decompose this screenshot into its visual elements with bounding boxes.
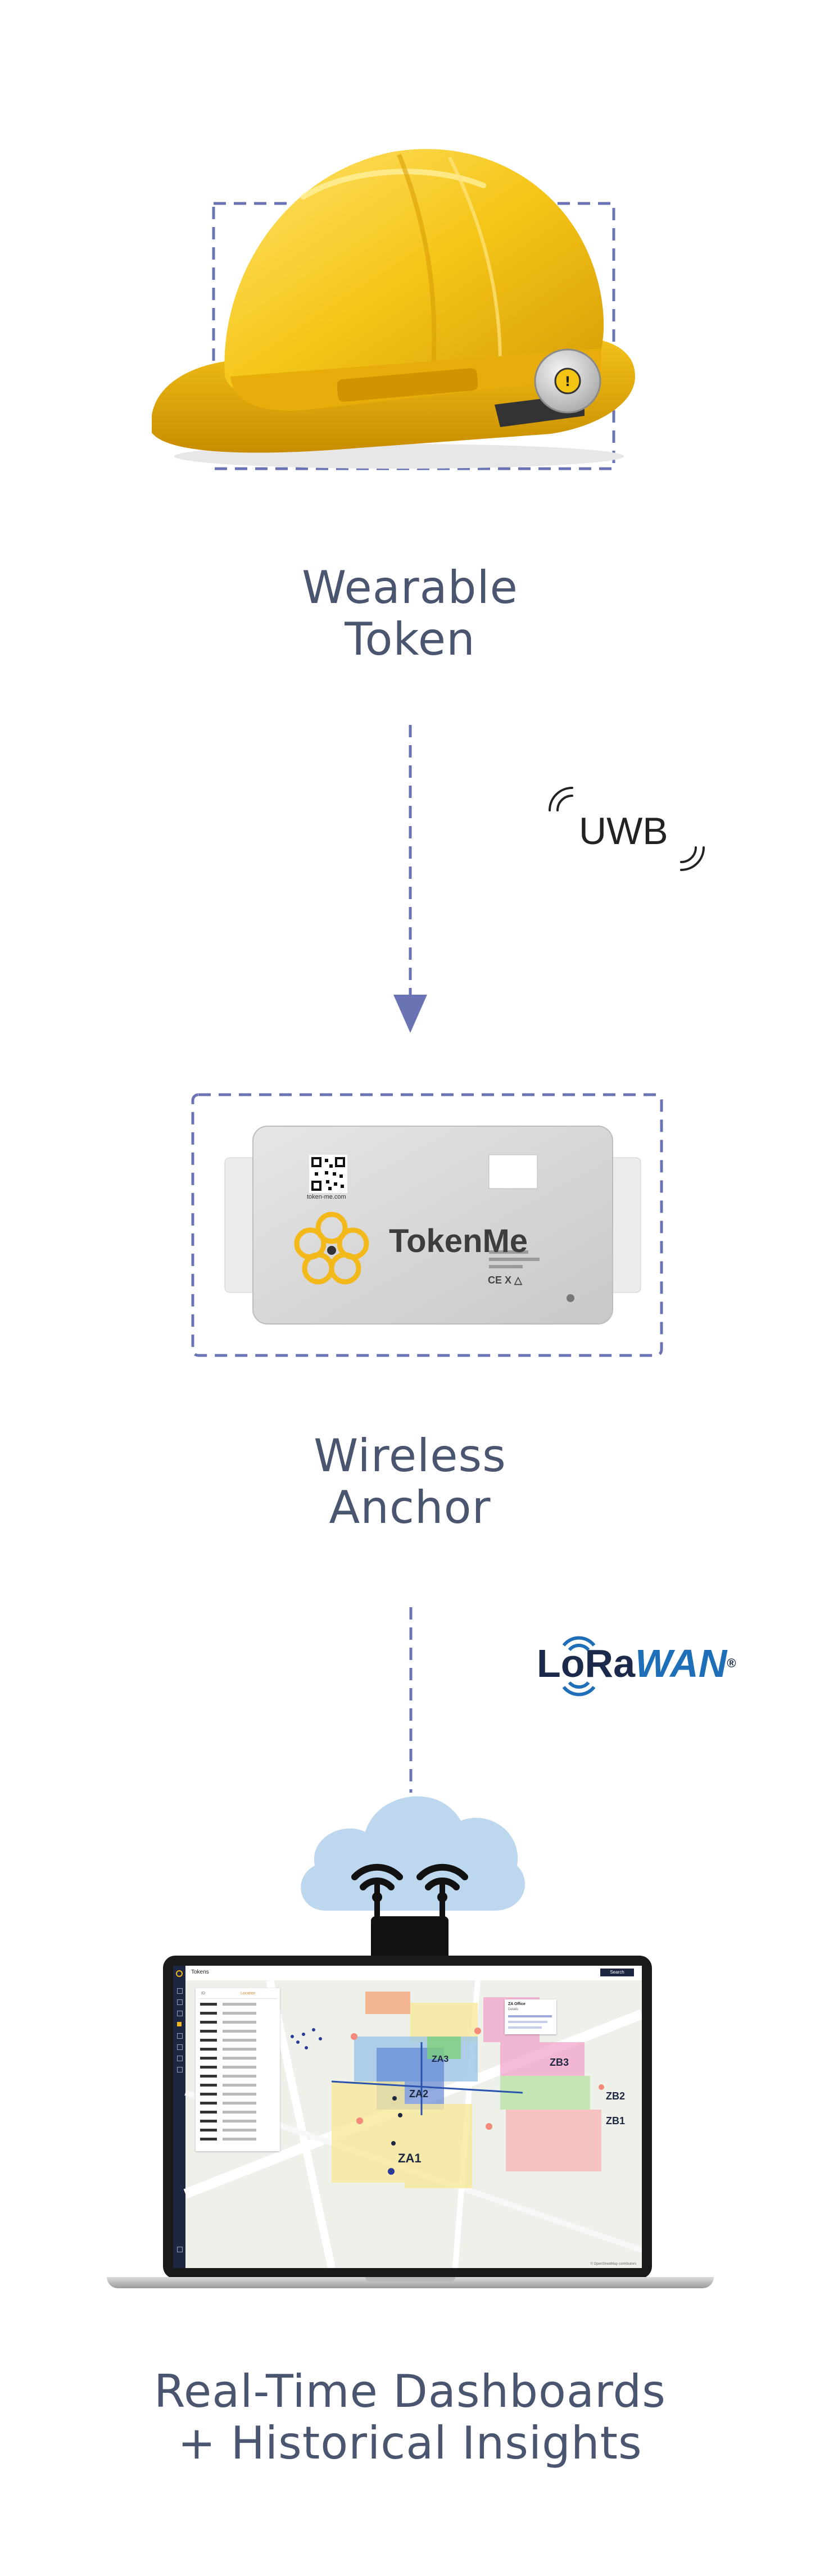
- arrow-token-to-anchor: [393, 725, 427, 1033]
- map-attribution: © OpenStreetMap contributors: [590, 2262, 636, 2266]
- table-row[interactable]: [200, 2030, 275, 2033]
- step1-caption-line2: Token: [345, 613, 475, 665]
- svg-text:!: !: [565, 374, 571, 389]
- table-row[interactable]: [200, 2012, 275, 2015]
- popup-subtitle: Details: [508, 2008, 519, 2011]
- col-status-header: Location: [241, 1992, 256, 1996]
- nav-icon[interactable]: [177, 1999, 183, 2005]
- tokenme-logo-icon: [294, 1212, 369, 1285]
- nav-icon[interactable]: [177, 2033, 183, 2039]
- qr-code-icon: [309, 1155, 347, 1193]
- token-highlight-box: [212, 202, 615, 470]
- nav-icon[interactable]: [177, 2056, 183, 2061]
- nav-icon[interactable]: [177, 2011, 183, 2016]
- table-row[interactable]: [200, 2129, 275, 2132]
- wifi-icon: [416, 1863, 468, 1902]
- zone-label: ZB3: [550, 2057, 569, 2068]
- lorawan-waves-icon: [562, 1636, 596, 1697]
- table-row[interactable]: [200, 2120, 275, 2123]
- table-row[interactable]: [200, 2021, 275, 2024]
- step3-caption-line1: Real-Time Dashboards: [154, 2365, 666, 2418]
- table-row[interactable]: [200, 2066, 275, 2069]
- lorawan-logo: LoRaWAN®: [537, 1636, 739, 1703]
- table-row[interactable]: [200, 2003, 275, 2006]
- dashboard-sidebar: [173, 1966, 185, 2268]
- step3-caption-line2: + Historical Insights: [178, 2417, 642, 2469]
- nav-icon[interactable]: [177, 2044, 183, 2050]
- laptop: Tokens Search: [107, 1956, 714, 2304]
- popup-title: ZA Office: [508, 2002, 525, 2006]
- step2-caption-line1: Wireless: [314, 1430, 506, 1482]
- zone-label: ZB1: [606, 2115, 626, 2126]
- uwb-label: UWB: [579, 810, 668, 852]
- anchor-certs: CE X △: [488, 1275, 522, 1286]
- zone-label: ZA1: [398, 2151, 422, 2165]
- zone-label: ZA2: [409, 2088, 429, 2099]
- table-row[interactable]: [200, 2084, 275, 2087]
- nav-icon[interactable]: [177, 2247, 183, 2252]
- link-anchor-to-cloud: [409, 1607, 413, 1793]
- search-button[interactable]: Search: [600, 1969, 634, 1976]
- logo-icon: [176, 1970, 183, 1977]
- wireless-waves-icon: [549, 787, 573, 811]
- nav-icon[interactable]: [177, 2067, 183, 2072]
- wifi-icon: [351, 1863, 403, 1902]
- step2-caption-line2: Anchor: [329, 1481, 491, 1534]
- table-row[interactable]: [200, 2138, 275, 2141]
- zone-label: ZB2: [606, 2090, 626, 2102]
- panel-title: Tokens: [191, 1969, 209, 1975]
- table-row[interactable]: [200, 2102, 275, 2105]
- helmet-illustration: !: [152, 149, 635, 470]
- cloud-icon: [301, 1796, 525, 1911]
- lorawan-registered-mark: ®: [727, 1656, 736, 1670]
- table-row[interactable]: [200, 2111, 275, 2114]
- anchor-brand: TokenMe: [389, 1223, 528, 1259]
- table-row[interactable]: [200, 2057, 275, 2060]
- col-id-header: ID: [201, 1992, 205, 1996]
- wireless-anchor-device: token-me.com TokenMe CE X △: [224, 1124, 641, 1326]
- wearable-token-device: !: [534, 348, 601, 414]
- anchor-highlight-box: [191, 1093, 663, 1357]
- lorawan-wan-text: WAN: [635, 1641, 727, 1685]
- dashboard-topbar: Tokens Search: [185, 1966, 642, 1981]
- dashboard-screen: Tokens Search: [173, 1966, 642, 2268]
- nav-icon[interactable]: [177, 1988, 183, 1994]
- zone-label: ZA3: [432, 2055, 449, 2064]
- table-row[interactable]: [200, 2039, 275, 2042]
- zone-popup: ZA Office Details: [505, 1999, 556, 2034]
- table-row[interactable]: [200, 2075, 275, 2078]
- token-list-panel: ID Location: [196, 1988, 280, 2151]
- anchor-url: token-me.com: [307, 1194, 346, 1200]
- table-row[interactable]: [200, 2048, 275, 2051]
- step1-caption-line1: Wearable: [302, 561, 518, 614]
- nav-icon[interactable]: [177, 2022, 182, 2026]
- table-row[interactable]: [200, 2093, 275, 2096]
- wireless-waves-icon: [680, 846, 705, 871]
